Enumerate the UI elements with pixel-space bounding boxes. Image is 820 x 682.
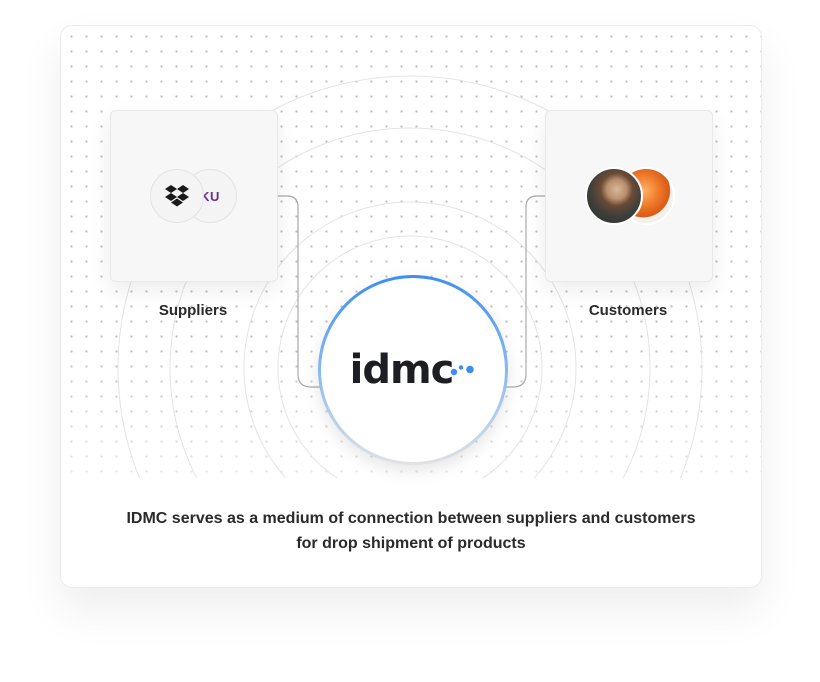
caption: IDMC serves as a medium of connection be… (61, 506, 761, 556)
idmc-logo-text: idmc (349, 347, 455, 393)
ring-4 (117, 75, 703, 478)
dropbox-icon (165, 185, 189, 207)
idmc-dots-icon (451, 365, 475, 376)
supplier-connector (277, 195, 323, 388)
customer-avatar-1 (585, 167, 643, 225)
suppliers-box: KU (110, 110, 278, 282)
caption-line-1: IDMC serves as a medium of connection be… (126, 510, 696, 527)
customer-connector (501, 195, 545, 388)
customers-label: Customers (588, 302, 668, 319)
customers-box (545, 110, 713, 282)
ring-2 (243, 201, 577, 478)
ku-logo-text: KU (200, 188, 220, 204)
diagram-card: KU Suppliers Customers idmc (60, 25, 762, 588)
caption-line-2: for drop shipment of products (296, 535, 526, 552)
ring-1 (277, 235, 543, 478)
idmc-hub: idmc (318, 275, 508, 465)
idmc-logo: idmc (350, 347, 477, 393)
dropbox-logo (150, 169, 204, 223)
suppliers-label: Suppliers (158, 302, 228, 319)
connection-lines (117, 75, 703, 478)
ring-3 (169, 127, 651, 478)
